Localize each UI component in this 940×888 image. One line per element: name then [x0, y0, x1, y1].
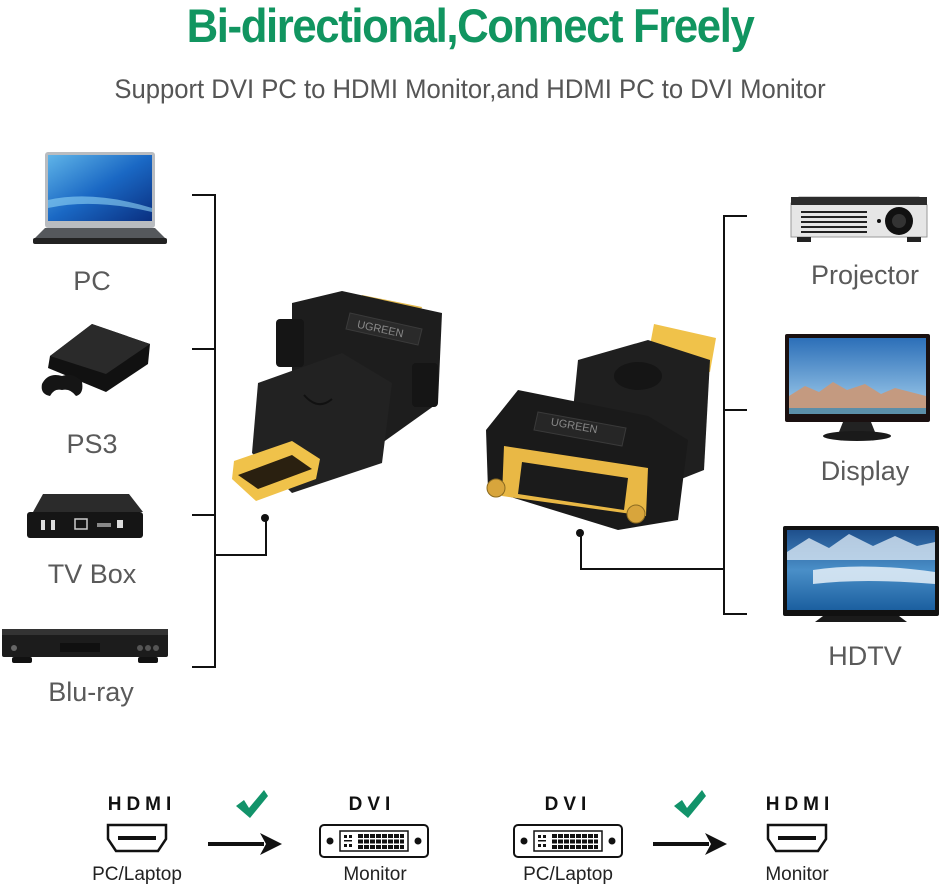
right-bracket-tick	[723, 409, 747, 411]
source-label-ps3: PS3	[66, 429, 118, 459]
connection-2-to-title: HDMI	[765, 794, 835, 815]
tv-icon	[783, 526, 939, 626]
hdmi-port-icon	[766, 823, 828, 853]
source-label-tv-box: TV Box	[47, 559, 137, 589]
destination-label-projector: Projector	[810, 260, 920, 290]
left-connector-dot	[261, 514, 269, 522]
connection-1-to-sub: Monitor	[343, 864, 407, 885]
source-label-bluray: Blu-ray	[48, 677, 134, 707]
right-bracket-vertical	[723, 215, 725, 615]
dvi-port-icon	[512, 823, 624, 859]
connection-1-to-title: DVI	[348, 794, 396, 815]
destination-label-hdtv: HDTV	[828, 641, 902, 671]
check-icon	[234, 788, 268, 820]
game-console-icon	[40, 322, 152, 410]
left-bracket-vertical	[214, 194, 216, 668]
left-bracket-tick	[192, 348, 216, 350]
monitor-icon	[785, 334, 930, 444]
connection-2-from-sub: PC/Laptop	[523, 864, 613, 885]
bluray-player-icon	[2, 627, 168, 665]
right-connector-dot	[576, 529, 584, 537]
hdmi-to-dvi-adapter-image: UGREEN	[232, 283, 492, 508]
projector-icon	[787, 195, 929, 245]
arrow-right-icon	[208, 833, 282, 855]
dvi-port-icon	[318, 823, 430, 859]
destination-label-display: Display	[820, 456, 910, 486]
right-connector-line	[580, 568, 725, 570]
right-connector-line	[580, 535, 582, 570]
hdmi-port-icon	[106, 823, 168, 853]
tv-box-icon	[25, 492, 143, 542]
dvi-to-hdmi-adapter-image: UGREEN	[478, 320, 728, 530]
connection-2-from-title: DVI	[544, 794, 592, 815]
page-subtitle: Support DVI PC to HDMI Monitor,and HDMI …	[114, 74, 826, 104]
connection-1-from-sub: PC/Laptop	[92, 864, 182, 885]
left-connector-line	[214, 554, 267, 556]
left-bracket-tick	[192, 514, 216, 516]
check-icon	[672, 788, 706, 820]
right-bracket-tick	[723, 613, 747, 615]
left-bracket-tick	[192, 666, 216, 668]
page-title: Bi-directional,Connect Freely	[186, 0, 755, 52]
arrow-right-icon	[653, 833, 727, 855]
connection-2-to-sub: Monitor	[765, 864, 829, 885]
connection-1-from-title: HDMI	[107, 794, 177, 815]
left-connector-line	[265, 519, 267, 556]
source-label-pc: PC	[73, 266, 111, 296]
laptop-icon	[33, 150, 167, 248]
left-bracket-tick	[192, 194, 216, 196]
right-bracket-tick	[723, 215, 747, 217]
